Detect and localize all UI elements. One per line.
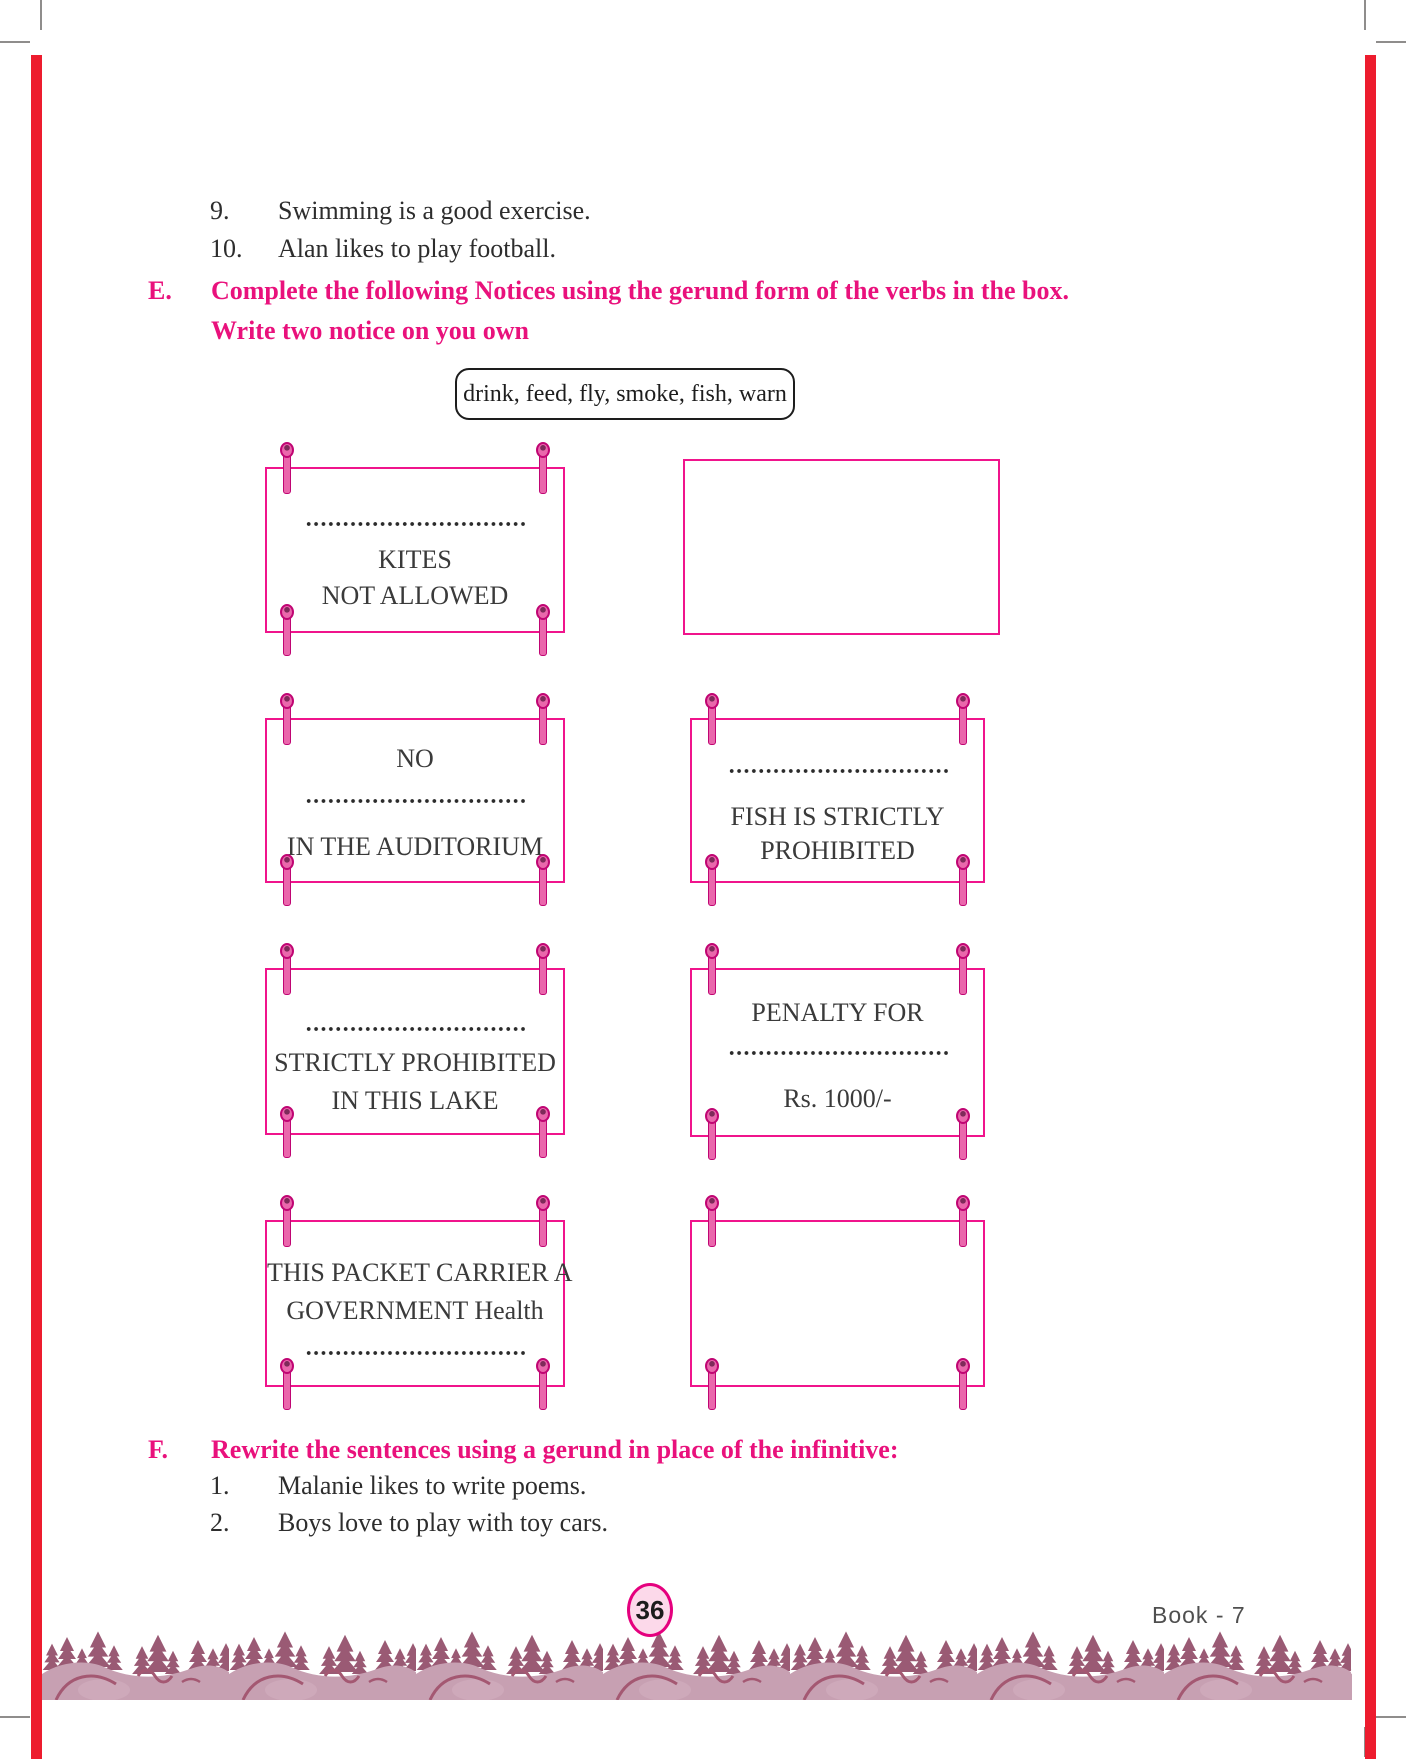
crop-mark <box>0 1716 30 1718</box>
push-pin-icon <box>535 1106 551 1158</box>
section-heading-text: Complete the following Notices using the… <box>211 276 1069 305</box>
footer-forest-illustration <box>42 1622 1352 1700</box>
notice-line: PROHIBITED <box>760 836 915 865</box>
notice-line: FISH IS STRICTLY <box>730 802 945 831</box>
notice-line: NOT ALLOWED <box>321 581 509 610</box>
right-bleed-bar <box>1365 55 1376 1759</box>
push-pin-icon <box>955 1195 971 1247</box>
notice-line: Rs. 1000/- <box>783 1084 892 1113</box>
push-pin-icon <box>535 1358 551 1410</box>
section-heading-text: Rewrite the sentences using a gerund in … <box>211 1435 899 1464</box>
push-pin-icon <box>535 854 551 906</box>
push-pin-icon <box>955 943 971 995</box>
push-pin-icon <box>955 1358 971 1410</box>
push-pin-icon <box>535 604 551 656</box>
push-pin-icon <box>279 1358 295 1410</box>
notice-lake: STRICTLY PROHIBITED IN THIS LAKE <box>265 943 565 1158</box>
notice-line: IN THE AUDITORIUM <box>286 832 544 861</box>
push-pin-icon <box>279 442 295 494</box>
crop-mark <box>1376 1716 1406 1718</box>
item-text: Swimming is a good exercise. <box>278 196 591 225</box>
item-number: 10. <box>210 234 243 263</box>
push-pin-icon <box>279 943 295 995</box>
push-pin-icon <box>704 693 720 745</box>
push-pin-icon <box>955 1108 971 1160</box>
notice-line: NO <box>396 744 434 773</box>
push-pin-icon <box>704 854 720 906</box>
push-pin-icon <box>535 693 551 745</box>
crop-mark <box>0 41 30 43</box>
notice-line: KITES <box>378 545 452 574</box>
section-heading-text: Write two notice on you own <box>211 316 530 345</box>
blank-dotted-line <box>305 1026 525 1032</box>
item-text: Malanie likes to write poems. <box>278 1471 587 1500</box>
push-pin-icon <box>535 1195 551 1247</box>
notice-packet: THIS PACKET CARRIER A GOVERNMENT Health <box>265 1195 573 1410</box>
item-text: Boys love to play with toy cars. <box>278 1508 609 1537</box>
push-pin-icon <box>279 854 295 906</box>
item-number: 1. <box>210 1471 230 1500</box>
notice-fish: FISH IS STRICTLY PROHIBITED <box>690 693 985 906</box>
notice-empty-bottom <box>690 1195 985 1410</box>
notice-line: GOVERNMENT Health <box>286 1296 544 1325</box>
push-pin-icon <box>279 1106 295 1158</box>
push-pin-icon <box>535 943 551 995</box>
notice-line: PENALTY FOR <box>751 998 924 1027</box>
push-pin-icon <box>955 854 971 906</box>
crop-mark <box>1364 0 1366 30</box>
push-pin-icon <box>704 943 720 995</box>
blank-dotted-line <box>305 798 525 804</box>
section-label: F. <box>148 1435 168 1464</box>
push-pin-icon <box>704 1108 720 1160</box>
blank-dotted-line <box>727 768 948 774</box>
word-bank-box: drink, feed, fly, smoke, fish, warn <box>455 368 795 420</box>
push-pin-icon <box>955 693 971 745</box>
push-pin-icon <box>279 604 295 656</box>
notice-kites: KITES NOT ALLOWED <box>265 442 565 656</box>
push-pin-icon <box>279 1195 295 1247</box>
notice-line: IN THIS LAKE <box>331 1086 499 1115</box>
blank-dotted-line <box>305 1350 525 1356</box>
crop-mark <box>40 0 42 30</box>
push-pin-icon <box>279 693 295 745</box>
notice-line: THIS PACKET CARRIER A <box>267 1258 573 1287</box>
item-text: Alan likes to play football. <box>278 234 557 263</box>
section-label: E. <box>148 276 172 305</box>
word-bank-words: drink, feed, fly, smoke, fish, warn <box>463 380 787 407</box>
left-bleed-bar <box>31 55 42 1759</box>
crop-mark <box>1376 41 1406 43</box>
page-number-badge: 36 <box>627 1583 673 1637</box>
push-pin-icon <box>535 442 551 494</box>
push-pin-icon <box>704 1195 720 1247</box>
notice-auditorium: NO IN THE AUDITORIUM <box>265 693 565 906</box>
blank-dotted-line <box>727 1050 948 1056</box>
page-number: 36 <box>635 1594 665 1625</box>
notice-empty-top <box>683 459 1000 635</box>
notice-line: STRICTLY PROHIBITED <box>274 1048 556 1077</box>
blank-dotted-line <box>305 521 525 527</box>
notice-penalty: PENALTY FOR Rs. 1000/- <box>690 943 985 1160</box>
item-number: 9. <box>210 196 230 225</box>
item-number: 2. <box>210 1508 230 1537</box>
push-pin-icon <box>704 1358 720 1410</box>
